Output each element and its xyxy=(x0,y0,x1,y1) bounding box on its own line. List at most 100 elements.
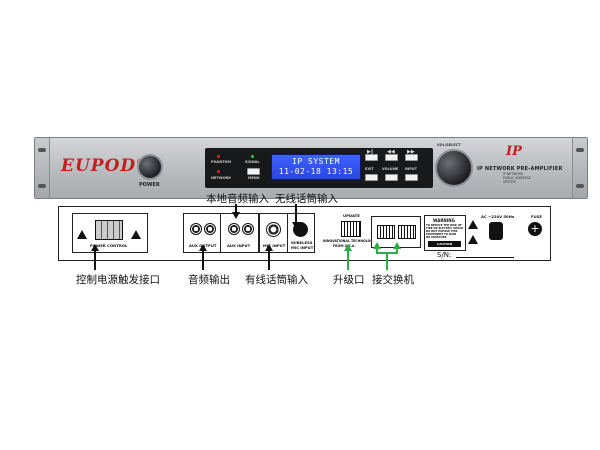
aux-input-label: AUX INPUT xyxy=(227,243,251,248)
callout-audio-output: 音频输出 xyxy=(188,274,230,286)
warning-icon xyxy=(468,220,478,229)
network-port-1[interactable] xyxy=(377,225,395,239)
ip-logo: IP xyxy=(506,144,522,159)
play-pause-button[interactable] xyxy=(365,154,378,161)
play-pause-icon: ▶‖ xyxy=(367,149,374,155)
warning-title: WARNING xyxy=(433,218,455,223)
phantom-led xyxy=(217,155,220,158)
product-subtitle-line: IP NETWORK xyxy=(503,172,524,176)
callout-switch-port: 接交换机 xyxy=(372,274,414,286)
warning-text: DO NOT EXPOSE THIS xyxy=(426,230,458,233)
network-label: NETWORK xyxy=(211,176,231,180)
lcd-screen: IP SYSTEM 11-02-18 13:15 xyxy=(271,154,361,180)
power-label: POWER xyxy=(139,182,160,188)
volume-label: VOLUME xyxy=(382,167,399,171)
warning-icon xyxy=(131,230,141,239)
phantom-label: PHANTOM xyxy=(211,160,231,164)
right-rack-ear xyxy=(572,138,587,198)
next-button[interactable] xyxy=(405,154,418,161)
update-port[interactable] xyxy=(341,221,361,237)
divider xyxy=(287,214,288,252)
aux-section: AUX OUTPUT AUX INPUT xyxy=(183,213,259,253)
front-panel: EUPOD® POWER PHANTOM NETWORK SIGNAL MENU… xyxy=(34,137,588,199)
power-control-terminal[interactable] xyxy=(95,220,123,240)
power-knob[interactable] xyxy=(137,154,163,180)
signal-label: SIGNAL xyxy=(245,160,260,164)
mic-input-jack[interactable] xyxy=(266,222,281,237)
rack-slot xyxy=(576,148,584,152)
input-button[interactable] xyxy=(405,174,418,181)
power-control-section: POWER CONTROL xyxy=(72,213,148,253)
arrow-up-icon xyxy=(91,244,99,251)
wireless-label: WIRELESS xyxy=(291,240,313,245)
fuse-holder[interactable]: + xyxy=(528,222,542,236)
signal-led xyxy=(251,155,254,158)
exit-button[interactable] xyxy=(365,174,378,181)
warning-text: OR MOISTURE. xyxy=(426,236,448,239)
power-control-label: POWER CONTROL xyxy=(90,243,128,248)
callout-line xyxy=(295,204,297,224)
callout-line-green xyxy=(396,246,398,254)
callout-line-green xyxy=(347,248,349,270)
network-led xyxy=(217,170,220,173)
warning-text: FIRE OR ELECTRIC SHOCK xyxy=(426,227,464,230)
callout-line xyxy=(94,248,96,270)
aux-output-jack-r[interactable] xyxy=(204,223,216,235)
aux-input-jack-r[interactable] xyxy=(242,223,254,235)
divider xyxy=(220,214,221,252)
product-subtitle-line: SYSTEM xyxy=(503,179,516,184)
menu-label: MENU xyxy=(248,176,260,180)
serial-number-label: S/N: xyxy=(437,251,452,259)
warning-icon xyxy=(468,235,478,244)
product-title: IP NETWORK PRE-AMPLIFIER xyxy=(477,166,563,172)
voltage-label: AC ~220V 50Hz xyxy=(481,214,515,219)
exit-label: EXIT xyxy=(365,167,374,171)
aux-input-jack-l[interactable] xyxy=(228,223,240,235)
lcd-line-1: IP SYSTEM xyxy=(292,157,340,166)
update-label: UPDATE xyxy=(343,213,360,218)
arrow-up-icon xyxy=(344,244,352,251)
next-icon: ▶▶ xyxy=(407,149,415,155)
product-subtitle: IP NETWORK PUBLIC ADDRESS SYSTEM xyxy=(503,172,563,184)
callout-power-trigger: 控制电源触发接口 xyxy=(76,274,160,286)
power-inlet[interactable] xyxy=(489,222,503,240)
mic-input-label: MIC INPUT xyxy=(263,243,286,248)
warning-box: WARNING TO REDUCE THE RISK OF FIRE OR EL… xyxy=(424,215,466,251)
arrow-up-icon xyxy=(373,242,381,249)
serial-number-line xyxy=(456,257,514,258)
volume-select-knob[interactable] xyxy=(435,149,473,187)
volume-button[interactable] xyxy=(385,174,398,181)
knob-label: VOL/SELECT xyxy=(437,143,461,147)
wireless-label: MIC INPUT xyxy=(291,245,314,250)
caution-label: CAUTION xyxy=(437,242,453,246)
callout-wired-mic-input: 有线话筒输入 xyxy=(245,274,308,286)
callout-upgrade-port: 升级口 xyxy=(333,274,365,286)
brand-logo: EUPOD® xyxy=(61,156,144,176)
tech-label: INNOVATIONAL TECHNOLOGY xyxy=(323,239,376,243)
input-label: INPUT xyxy=(405,167,418,171)
rear-panel: POWER CONTROL AUX OUTPUT AUX INPUT MIC I… xyxy=(58,206,551,261)
arrow-up-icon xyxy=(265,244,273,251)
rack-slot xyxy=(38,184,46,188)
callout-line xyxy=(202,248,204,270)
warning-icon xyxy=(77,230,87,239)
prev-icon: ◀◀ xyxy=(387,149,395,155)
lcd-line-2: 11-02-18 13:15 xyxy=(278,167,354,176)
network-port-2[interactable] xyxy=(398,225,416,239)
left-rack-ear xyxy=(35,138,50,198)
menu-button[interactable] xyxy=(247,168,260,175)
callout-line xyxy=(268,248,270,270)
warning-text: TO REDUCE THE RISK OF xyxy=(426,224,462,227)
fuse-label: FUSE xyxy=(531,214,543,219)
arrow-up-icon xyxy=(199,244,207,251)
rack-slot xyxy=(576,184,584,188)
aux-output-jack-l[interactable] xyxy=(190,223,202,235)
caution-band: CAUTION xyxy=(428,241,461,247)
arrow-up-icon xyxy=(393,242,401,249)
warning-text: EQUIPMENT TO RAIN xyxy=(426,233,457,236)
rack-slot xyxy=(38,148,46,152)
callout-line-green xyxy=(376,246,378,254)
prev-button[interactable] xyxy=(385,154,398,161)
callout-line-green xyxy=(386,252,388,270)
callout-local-audio-input: 本地音频输入 xyxy=(206,193,269,205)
